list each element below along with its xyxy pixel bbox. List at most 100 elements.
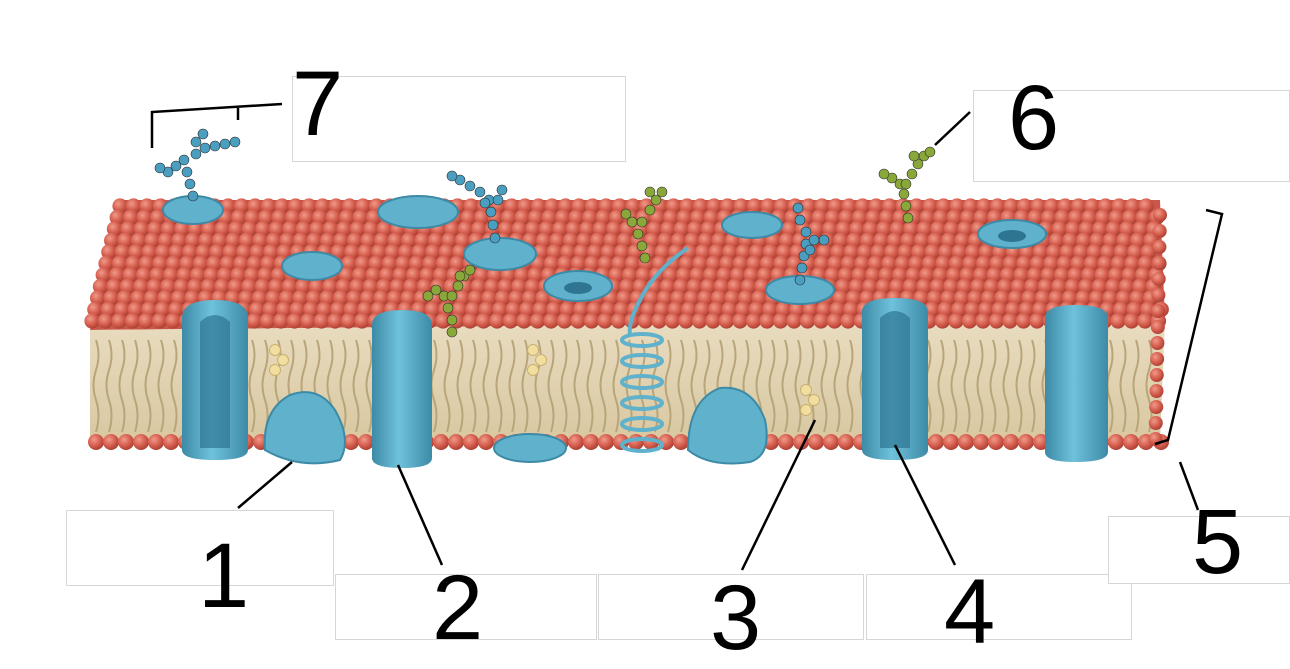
- glycoprotein-bead: [795, 275, 805, 285]
- cholesterol-ring: [270, 345, 281, 356]
- surface-protein-e-pore: [564, 282, 592, 294]
- phospholipid-head: [148, 434, 164, 450]
- phospholipid-head: [138, 313, 153, 328]
- glycoprotein-bead: [220, 139, 230, 149]
- phospholipid-head: [597, 313, 612, 328]
- cholesterol-ring: [801, 385, 812, 396]
- glycolipid-bead: [899, 189, 909, 199]
- cholesterol-ring: [801, 405, 812, 416]
- phospholipid-head: [118, 434, 134, 450]
- phospholipid-head: [678, 313, 693, 328]
- phospholipid-head: [448, 434, 464, 450]
- surface-protein-c: [282, 252, 342, 280]
- phospholipid-head: [300, 313, 315, 328]
- phospholipid-head: [103, 434, 119, 450]
- phospholipid-head: [503, 313, 518, 328]
- glycoprotein-bead: [793, 203, 803, 213]
- surface-protein-d: [464, 238, 536, 270]
- channel-protein-right-pore: [880, 311, 910, 448]
- phospholipid-head: [673, 434, 689, 450]
- glycoprotein-bead: [182, 167, 192, 177]
- channel-protein-left-pore: [200, 315, 230, 448]
- leader-1: [238, 462, 292, 508]
- phospholipid-head: [327, 313, 342, 328]
- label-5: 5: [1192, 496, 1243, 588]
- integral-protein-far-right: [1045, 305, 1108, 462]
- glycoprotein-bead: [188, 191, 198, 201]
- glycoprotein-bead: [200, 143, 210, 153]
- phospholipid-head: [638, 313, 653, 328]
- phospholipid-head: [1151, 304, 1165, 318]
- phospholipid-head: [958, 434, 974, 450]
- phospholipid-head: [975, 313, 990, 328]
- glycolipid-bead: [637, 217, 647, 227]
- phospholipid-head: [273, 313, 288, 328]
- glycoprotein-bead: [805, 245, 815, 255]
- phospholipid-head: [705, 313, 720, 328]
- phospholipid-head: [478, 434, 494, 450]
- phospholipid-head: [1152, 272, 1166, 286]
- phospholipid-head: [568, 434, 584, 450]
- phospholipid-head: [1152, 240, 1166, 254]
- phospholipid-head: [433, 434, 449, 450]
- leader-6: [935, 112, 970, 145]
- phospholipid-head: [1150, 368, 1164, 382]
- glycoprotein-bead: [155, 163, 165, 173]
- phospholipid-head: [786, 313, 801, 328]
- phospholipid-head: [152, 313, 167, 328]
- glycoprotein-bead: [797, 263, 807, 273]
- glycoprotein-bead: [497, 185, 507, 195]
- answer-box-4[interactable]: [866, 574, 1132, 640]
- glycoprotein-bead: [486, 207, 496, 217]
- phospholipid-head: [808, 434, 824, 450]
- phospholipid-head: [516, 313, 531, 328]
- glycolipid-bead: [465, 265, 475, 275]
- phospholipid-head: [165, 313, 180, 328]
- label-1: 1: [198, 530, 249, 622]
- label-2: 2: [432, 562, 483, 654]
- phospholipid-head: [813, 313, 828, 328]
- phospholipid-head: [719, 313, 734, 328]
- phospholipid-head: [1153, 208, 1167, 222]
- phospholipid-head: [1018, 434, 1034, 450]
- phospholipid-head: [1016, 313, 1031, 328]
- phospholipid-head: [773, 313, 788, 328]
- phospholipid-head: [611, 313, 626, 328]
- phospholipid-head: [287, 313, 302, 328]
- surface-protein-h-pore: [998, 230, 1026, 242]
- phospholipid-head: [1153, 224, 1167, 238]
- glycolipid-bead: [447, 291, 457, 301]
- phospholipid-head: [665, 313, 680, 328]
- glycoprotein-bead: [488, 220, 498, 230]
- phospholipid-head: [1003, 434, 1019, 450]
- phospholipid-head: [1029, 313, 1044, 328]
- glycoprotein-bead: [185, 179, 195, 189]
- glycoprotein-bead: [819, 235, 829, 245]
- phospholipid-head: [1124, 313, 1139, 328]
- phospholipid-head: [530, 313, 545, 328]
- phospholipid-head: [935, 313, 950, 328]
- glycoprotein-bead: [480, 198, 490, 208]
- surface-protein-b: [378, 196, 458, 228]
- glycolipid-bead: [423, 291, 433, 301]
- phospholipid-head: [557, 313, 572, 328]
- phospholipid-head: [88, 434, 104, 450]
- phospholipid-head: [314, 313, 329, 328]
- label-7: 7: [292, 58, 343, 150]
- glycolipid-bead: [909, 151, 919, 161]
- glycolipid-bead: [633, 229, 643, 239]
- phospholipid-head: [246, 313, 261, 328]
- phospholipid-head: [948, 313, 963, 328]
- phospholipid-head: [1110, 313, 1125, 328]
- phospholipid-head: [973, 434, 989, 450]
- label-4: 4: [944, 566, 995, 658]
- phospholipid-head: [1150, 384, 1164, 398]
- phospholipid-head: [732, 313, 747, 328]
- glycolipid-bead: [925, 147, 935, 157]
- phospholipid-head: [1002, 313, 1017, 328]
- phospholipid-head: [928, 434, 944, 450]
- peripheral-protein-bottom: [494, 434, 566, 462]
- phospholipid-head: [1150, 352, 1164, 366]
- phospholipid-head: [1123, 434, 1139, 450]
- phospholipid-head: [651, 313, 666, 328]
